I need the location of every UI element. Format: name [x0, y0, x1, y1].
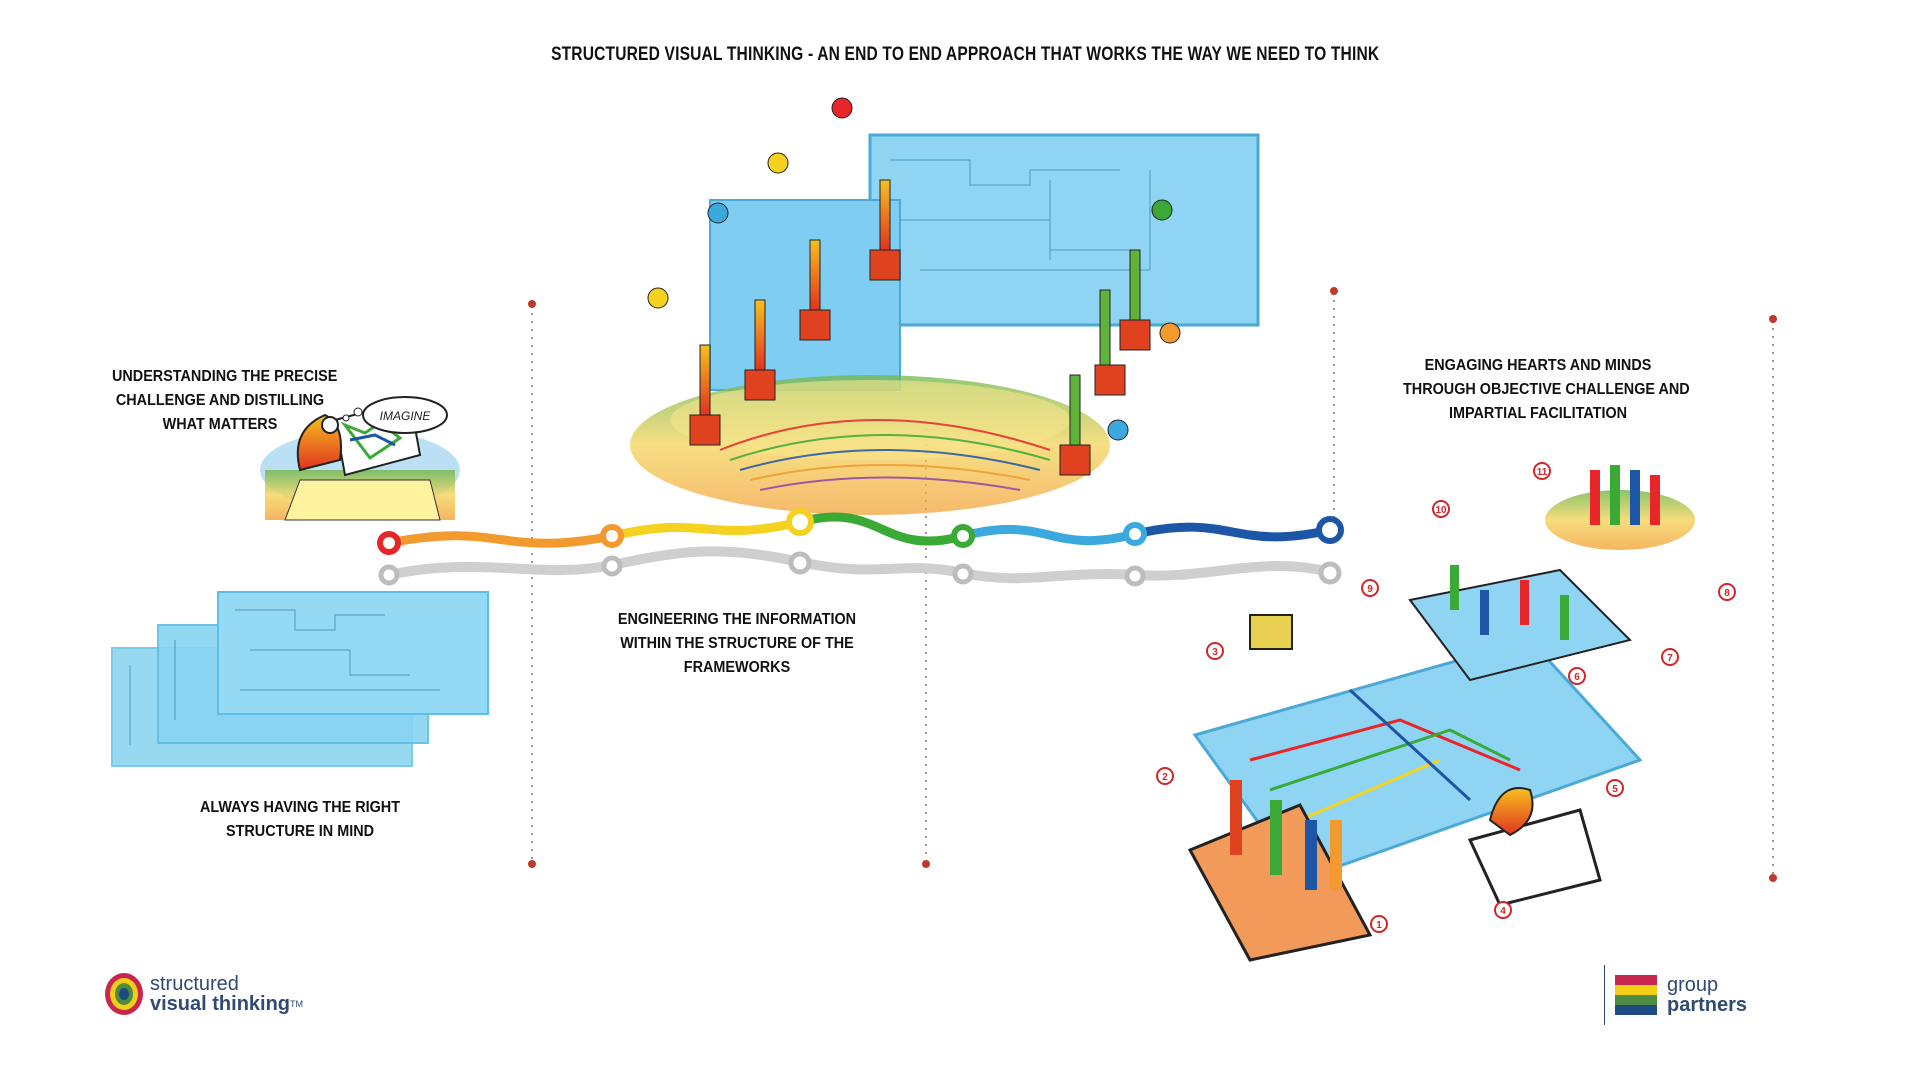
step-number: 10 — [1435, 505, 1447, 516]
timeline-node — [1123, 522, 1147, 546]
timeline-grey-nodes — [378, 551, 1342, 587]
step-number: 5 — [1612, 784, 1618, 795]
logo-divider — [1604, 965, 1605, 1025]
timeline-segment — [795, 512, 968, 546]
timeline-node — [1316, 516, 1344, 544]
timeline-segment — [958, 524, 1140, 546]
logo-line-2: visual thinking — [150, 993, 291, 1015]
timeline-grey — [384, 546, 1335, 584]
timeline-node — [377, 531, 401, 555]
divider-end-dots — [528, 287, 1777, 882]
timeline-segment — [384, 531, 617, 548]
timeline-node — [951, 524, 975, 548]
engineering-illustration — [630, 97, 1260, 515]
timeline-segment — [1130, 522, 1335, 542]
people-figures — [1230, 780, 1534, 890]
pie-chart-icons — [647, 97, 1181, 441]
trademark: TM — [290, 999, 304, 1009]
facilitation-illustration: 1 2 3 4 5 6 7 8 9 10 11 — [1156, 462, 1736, 962]
step-number: 1 — [1376, 920, 1382, 931]
step-number: 8 — [1724, 588, 1730, 599]
timeline-colored-nodes — [377, 508, 1344, 555]
target-rings-icon — [105, 973, 143, 1015]
page-title: STRUCTURED VISUAL THINKING - AN END TO E… — [551, 44, 1380, 65]
framework-boards — [111, 591, 489, 767]
step-number: 6 — [1574, 672, 1580, 683]
step-number: 4 — [1500, 906, 1506, 917]
group-partners-logo: group partners — [1604, 965, 1747, 1025]
logo-group: group — [1667, 974, 1719, 996]
step-number: 9 — [1367, 584, 1373, 595]
logo-line-1: structured — [150, 973, 239, 995]
step-number: 3 — [1212, 647, 1218, 658]
step-number: 2 — [1162, 772, 1168, 783]
timeline-node — [600, 524, 624, 548]
figures-on-boxes — [689, 179, 1151, 476]
timeline-segment — [607, 517, 805, 541]
logo-partners: partners — [1667, 994, 1748, 1016]
timeline-colored — [384, 512, 1335, 548]
structured-visual-thinking-logo: structured visual thinkingTM — [104, 972, 303, 1016]
step-number: 7 — [1667, 653, 1673, 664]
step-markers — [1156, 462, 1736, 933]
timeline-node — [786, 508, 814, 536]
step-number: 11 — [1537, 467, 1548, 478]
thought-bubble-text: IMAGINE — [380, 409, 432, 423]
color-stack-icon — [1615, 975, 1657, 1015]
imagine-illustration: IMAGINE — [260, 396, 460, 521]
